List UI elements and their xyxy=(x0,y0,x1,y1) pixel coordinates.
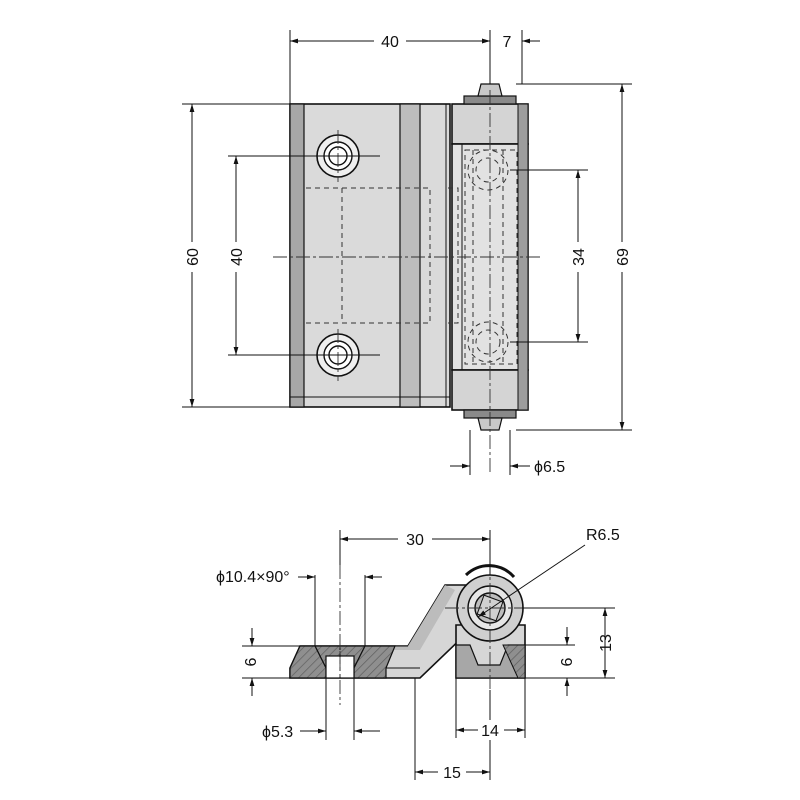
side-leaf xyxy=(289,584,471,679)
hinge-leaf xyxy=(289,103,451,408)
side-base xyxy=(455,624,526,679)
dim-hole-diameter: ϕ5.3 xyxy=(262,724,293,741)
center-lines-side xyxy=(339,560,535,705)
dim-base-width: 14 xyxy=(481,723,499,740)
dim-leaf-thickness-right: 6 xyxy=(559,657,576,666)
dim-hole-pitch: 40 xyxy=(229,248,246,266)
extension-lines-side xyxy=(242,530,615,780)
dim-pin-hole-pitch: 34 xyxy=(571,248,588,266)
dim-pin-radius: R6.5 xyxy=(586,527,620,544)
dim-countersink: ϕ10.4×90° xyxy=(216,569,290,586)
dim-height-leaf: 60 xyxy=(185,248,202,266)
dim-offset: 15 xyxy=(443,765,461,782)
dim-width-leaf: 40 xyxy=(381,34,399,51)
side-view: 30 R6.5 ϕ10.4×90° 6 6 13 ϕ5.3 14 15 xyxy=(216,527,620,782)
dim-height-total: 69 xyxy=(615,248,632,266)
extension-lines-front xyxy=(182,30,632,475)
dim-hole-to-pin: 30 xyxy=(406,532,424,549)
front-view: 40 7 60 40 34 69 ϕ6.5 xyxy=(182,30,632,476)
dim-height-side: 13 xyxy=(598,634,615,652)
dim-knuckle-offset: 7 xyxy=(503,34,512,51)
dim-leaf-thickness-left: 6 xyxy=(243,657,260,666)
dim-pin-diameter: ϕ6.5 xyxy=(534,459,565,476)
